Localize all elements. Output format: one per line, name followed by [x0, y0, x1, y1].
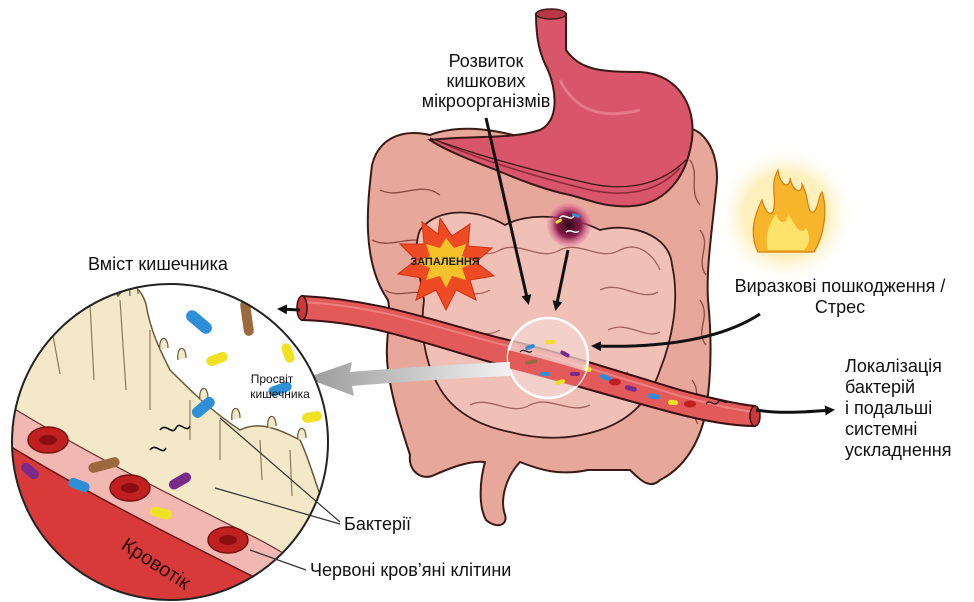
bacteria-label: Бактерії — [344, 514, 411, 534]
stomach-ulcer — [547, 203, 591, 247]
microbes-label-line1: Розвиток — [449, 51, 524, 71]
lumen-label-line2: кишечника — [250, 387, 310, 401]
red-cells-label: Червоні кров’яні клітини — [310, 560, 511, 580]
magnified-intestinal-wall: Кровотік Просвіт кишечника — [0, 283, 330, 602]
ulcer-stress-label: Виразкові пошкодження / Стрес — [735, 276, 946, 317]
translocation-label-line5: ускладнення — [845, 440, 951, 460]
translocation-label-line3: і подальші — [845, 398, 932, 418]
microbes-label-line2: кишкових — [446, 71, 525, 91]
ulcer-label-line2: Стрес — [815, 297, 865, 317]
inflammation-label: ЗАПАЛЕННЯ — [410, 256, 480, 268]
stress-flame-icon — [716, 145, 856, 285]
gut-contents-label: Вміст кишечника — [88, 254, 229, 274]
microbes-label-line3: мікроорганізмів — [422, 91, 551, 111]
translocation-label-line2: бактерій — [845, 377, 915, 397]
ulcer-label-line1: Виразкові пошкодження / — [735, 276, 946, 296]
microbes-label: Розвиток кишкових мікроорганізмів — [422, 51, 551, 111]
translocation-label: Локалізація бактерій і подальші системні… — [845, 356, 951, 460]
translocation-label-line4: системні — [845, 419, 917, 439]
lumen-label-line1: Просвіт — [251, 372, 294, 386]
translocation-label-line1: Локалізація — [845, 356, 942, 376]
